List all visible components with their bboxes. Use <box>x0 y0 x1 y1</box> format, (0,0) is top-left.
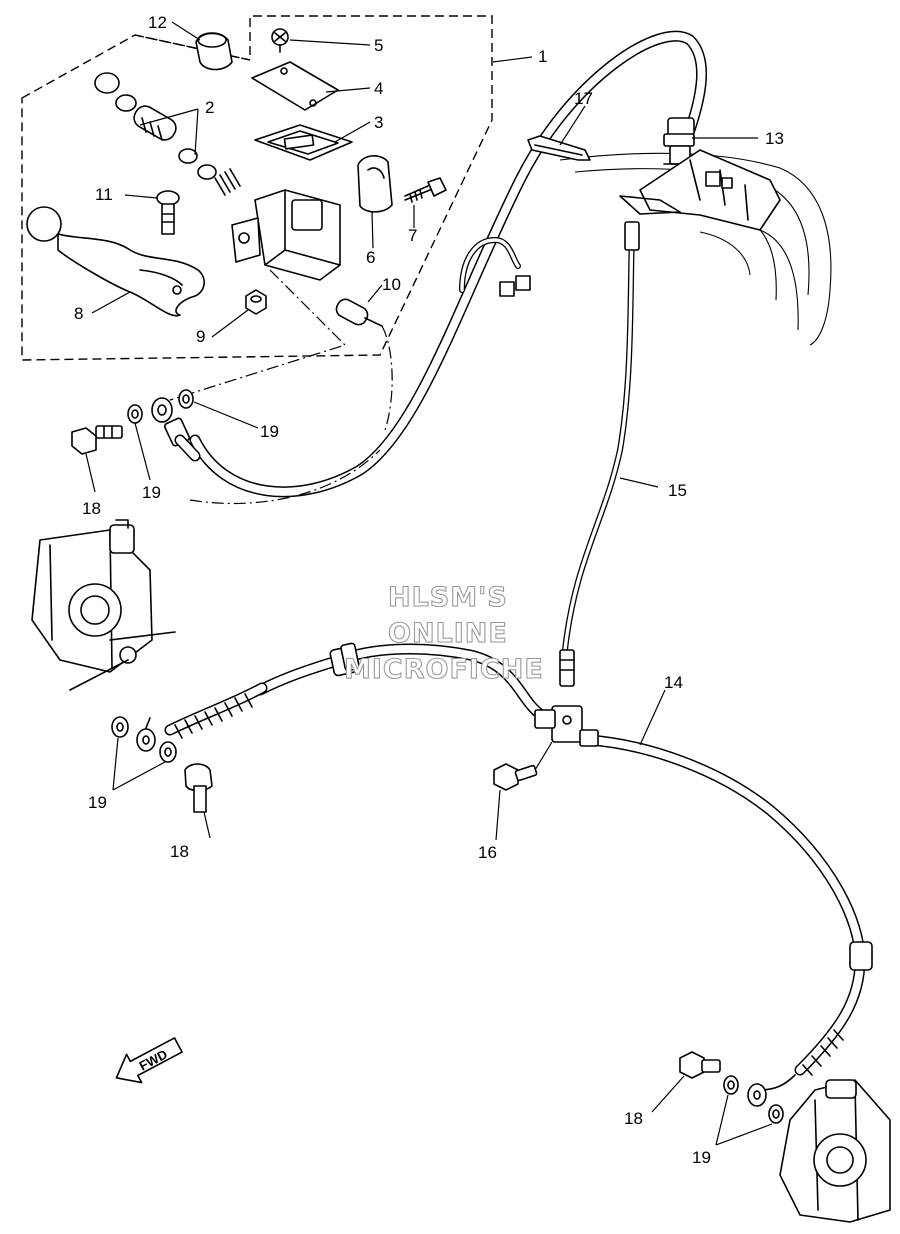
callout-10: 10 <box>382 275 401 294</box>
callout-14: 14 <box>664 673 683 692</box>
callout-1: 1 <box>538 47 547 66</box>
assembly-leader <box>169 269 347 401</box>
union-bolt-upper <box>71 425 123 455</box>
copper-washer-left-b <box>159 741 177 763</box>
copper-washer-upper-a <box>127 404 143 424</box>
right-brake-caliper <box>779 1079 891 1223</box>
brake-pipe <box>559 221 640 687</box>
brake-joint <box>534 705 599 747</box>
callout-19-upper-left: 19 <box>142 483 161 502</box>
hose-banjo-right <box>747 1083 767 1107</box>
callout-18-left: 18 <box>170 842 189 861</box>
brake-hose-1 <box>189 30 707 505</box>
hose-holder-clip <box>527 135 591 161</box>
watermark: HLSM'S ONLINE MICROFICHE <box>343 581 544 685</box>
callout-5: 5 <box>374 36 383 55</box>
brake-switch <box>335 298 383 327</box>
callout-13: 13 <box>765 129 784 148</box>
cylinder-kit <box>94 72 241 196</box>
left-brake-hose <box>164 642 546 739</box>
lever-pivot-bolt <box>156 190 180 235</box>
callout-9: 9 <box>196 327 205 346</box>
callout-4: 4 <box>374 79 383 98</box>
callout-18-upper: 18 <box>82 499 101 518</box>
copper-washer-left-a <box>111 716 129 738</box>
cap-screw <box>271 28 289 53</box>
fwd-label: FWD <box>137 1046 170 1073</box>
union-bolt-right <box>679 1051 721 1079</box>
master-cylinder-cap <box>251 61 339 111</box>
nut <box>245 289 267 315</box>
brake-lever <box>26 206 205 317</box>
callout-15: 15 <box>668 481 687 500</box>
joint-bolt <box>493 763 538 791</box>
callout-6: 6 <box>366 248 375 267</box>
left-brake-caliper <box>31 519 176 691</box>
callout-18-right: 18 <box>624 1109 643 1128</box>
watermark-line-1: HLSM'S <box>388 582 508 613</box>
copper-washer-right-b <box>768 1104 784 1124</box>
master-cylinder-bracket <box>357 155 393 213</box>
brake-hose-14 <box>584 734 873 1091</box>
callout-17: 17 <box>574 89 593 108</box>
hose-banjo-left <box>136 717 156 752</box>
callout-19-upper-right: 19 <box>260 422 279 441</box>
watermark-line-2: ONLINE <box>388 618 508 649</box>
copper-washer-right-a <box>723 1075 739 1095</box>
hose-banjo-upper <box>151 397 201 462</box>
callout-2: 2 <box>205 98 214 117</box>
lever-boot <box>195 32 233 71</box>
leader-lines <box>85 21 773 1146</box>
callout-3: 3 <box>374 113 383 132</box>
master-cylinder-body <box>231 189 341 281</box>
hose-holder-bracket <box>619 149 781 231</box>
joint-bolt-leader <box>534 741 553 771</box>
switch-wire-path <box>381 325 393 431</box>
callout-11: 11 <box>95 185 113 204</box>
copper-washer-upper-b <box>178 389 194 409</box>
union-bolt-left <box>184 763 213 813</box>
bolt-7 <box>404 177 447 203</box>
callout-12: 12 <box>148 13 167 32</box>
callout-8: 8 <box>74 304 83 323</box>
callout-labels: 1 2 3 4 5 6 7 8 9 10 11 12 13 14 15 16 1… <box>74 13 784 1167</box>
watermark-line-3: MICROFICHE <box>344 654 544 685</box>
fwd-arrow-icon: FWD <box>115 1037 183 1084</box>
callout-19-left: 19 <box>88 793 107 812</box>
switch-connectors <box>459 237 531 297</box>
callout-16: 16 <box>478 843 497 862</box>
diaphragm <box>254 124 353 161</box>
callout-7: 7 <box>408 226 417 245</box>
callout-19-right: 19 <box>692 1148 711 1167</box>
